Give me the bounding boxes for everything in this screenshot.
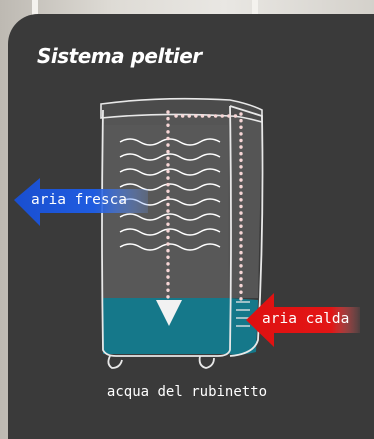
diagram-title: Sistema peltier	[37, 44, 202, 68]
water-reservoir	[103, 298, 258, 355]
cool-air-label: aria fresca	[31, 192, 128, 208]
cool-air-arrow	[14, 178, 148, 226]
water-caption: acqua del rubinetto	[106, 384, 268, 400]
hot-air-arrow	[246, 293, 360, 347]
water-flow-arrowhead	[156, 300, 182, 326]
hot-air-label: aria calda	[262, 311, 350, 327]
water-flow-path	[166, 110, 243, 302]
